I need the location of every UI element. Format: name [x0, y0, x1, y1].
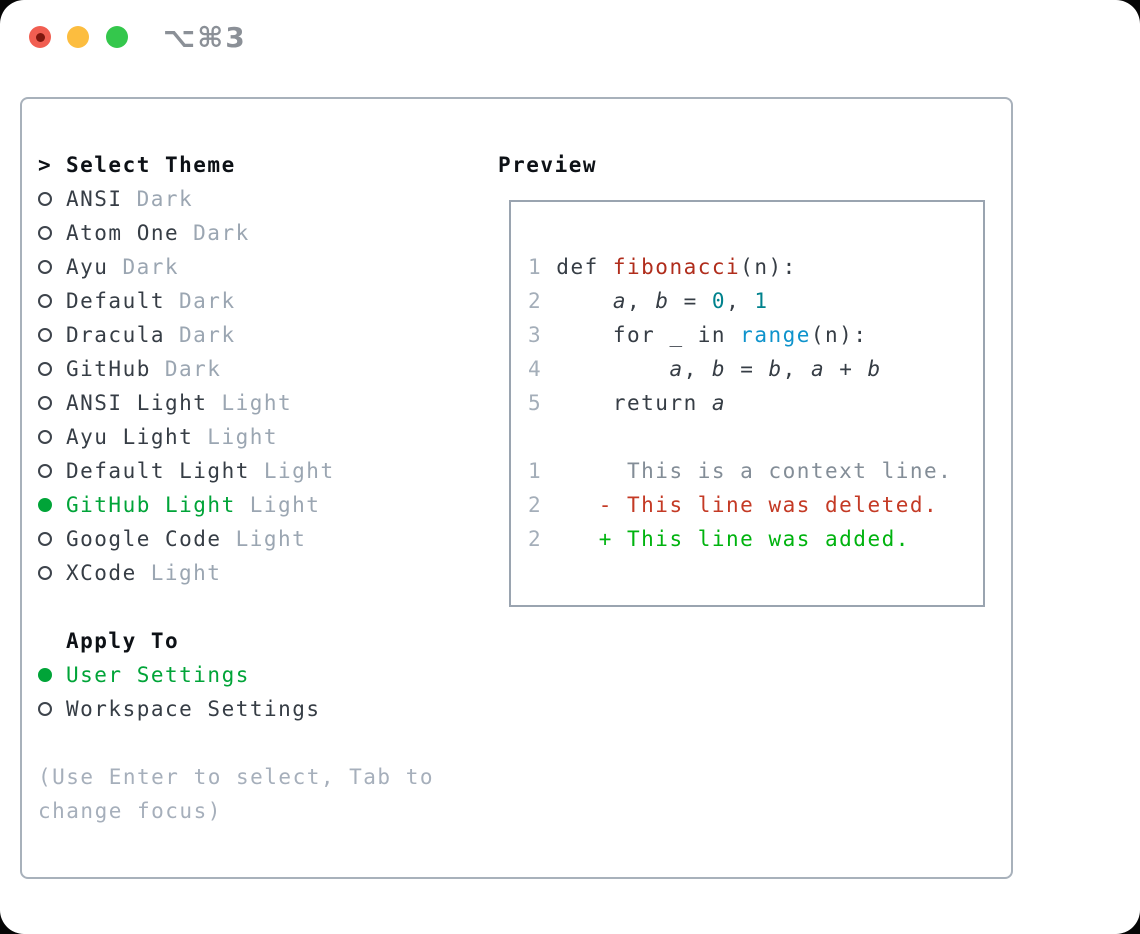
- theme-name: Atom One: [66, 221, 180, 245]
- hint-text: (Use Enter to select, Tab to change focu…: [38, 760, 434, 828]
- theme-name: ANSI: [66, 187, 123, 211]
- theme-variant: Dark: [136, 187, 194, 211]
- radio-selected-icon: [38, 668, 66, 682]
- theme-option[interactable]: XCode Light: [38, 556, 434, 590]
- code-preview: 1 def fibonacci(n): 2 a, b = 0, 1 3 for _ …: [511, 202, 983, 556]
- code-line: 5 return a: [528, 391, 727, 415]
- theme-variant: Dark: [164, 357, 222, 381]
- apply-option-label: User Settings: [66, 663, 250, 687]
- theme-variant: Dark: [179, 323, 236, 347]
- theme-option[interactable]: Default Dark: [38, 284, 434, 318]
- theme-variant: Light: [150, 561, 222, 585]
- code-line: [528, 420, 983, 454]
- apply-option[interactable]: User Settings: [38, 658, 434, 692]
- theme-name: GitHub Light: [66, 493, 236, 517]
- hint-line-1: (Use Enter to select, Tab to: [38, 765, 435, 789]
- apply-to-title: Apply To: [66, 629, 180, 653]
- theme-variant: Light: [263, 459, 335, 483]
- select-theme-title: Select Theme: [66, 153, 236, 177]
- theme-variant: Light: [221, 391, 293, 415]
- theme-variant: Light: [207, 425, 279, 449]
- code-line: 1 This is a context line.: [528, 459, 953, 483]
- preview-box: 1 def fibonacci(n): 2 a, b = 0, 1 3 for _ …: [509, 200, 985, 607]
- theme-name: GitHub: [66, 357, 151, 381]
- radio-unselected-icon: [38, 362, 66, 376]
- code-line: 2 + This line was added.: [528, 527, 910, 551]
- minimize-button[interactable]: [67, 26, 89, 48]
- theme-option[interactable]: GitHub Dark: [38, 352, 434, 386]
- radio-unselected-icon: [38, 260, 66, 274]
- theme-option[interactable]: Ayu Dark: [38, 250, 434, 284]
- theme-option[interactable]: Default Light Light: [38, 454, 434, 488]
- radio-unselected-icon: [38, 532, 66, 546]
- radio-unselected-icon: [38, 702, 66, 716]
- radio-unselected-icon: [38, 226, 66, 240]
- theme-option[interactable]: GitHub Light Light: [38, 488, 434, 522]
- code-line: 3 for _ in range(n):: [528, 323, 868, 347]
- close-button[interactable]: [29, 26, 51, 48]
- preview-title: Preview: [498, 153, 598, 177]
- code-line: 2 - This line was deleted.: [528, 493, 939, 517]
- window-shortcut-label: ⌥⌘3: [163, 21, 247, 54]
- maximize-button[interactable]: [106, 26, 128, 48]
- theme-name: Ayu Light: [66, 425, 194, 449]
- theme-option[interactable]: Atom One Dark: [38, 216, 434, 250]
- theme-name: Dracula: [66, 323, 166, 347]
- theme-name: Default Light: [66, 459, 250, 483]
- radio-unselected-icon: [38, 464, 66, 478]
- code-line: 4 a, b = b, a + b: [528, 357, 882, 381]
- apply-to-header: Apply To: [38, 624, 434, 658]
- theme-option[interactable]: ANSI Dark: [38, 182, 434, 216]
- cursor-marker: >: [38, 153, 53, 177]
- radio-selected-icon: [38, 498, 66, 512]
- theme-option[interactable]: Ayu Light Light: [38, 420, 434, 454]
- spacer: [38, 726, 434, 760]
- theme-name: ANSI Light: [66, 391, 208, 415]
- theme-variant: Dark: [122, 255, 180, 279]
- radio-unselected-icon: [38, 396, 66, 410]
- hint-line-2: change focus): [38, 799, 222, 823]
- theme-variant: Dark: [179, 289, 236, 313]
- select-theme-header: > Select Theme: [38, 148, 434, 182]
- code-line: 2 a, b = 0, 1: [528, 289, 769, 313]
- spacer: [38, 590, 434, 624]
- theme-name: XCode: [66, 561, 137, 585]
- code-line: 1 def fibonacci(n):: [528, 255, 797, 279]
- theme-name: Ayu: [66, 255, 109, 279]
- theme-name: Google Code: [66, 527, 222, 551]
- radio-unselected-icon: [38, 430, 66, 444]
- theme-variant: Light: [249, 493, 321, 517]
- radio-unselected-icon: [38, 328, 66, 342]
- radio-unselected-icon: [38, 566, 66, 580]
- close-button-dot: [35, 32, 45, 42]
- apply-option-label: Workspace Settings: [66, 697, 321, 721]
- theme-option[interactable]: Google Code Light: [38, 522, 434, 556]
- theme-variant: Light: [235, 527, 307, 551]
- theme-name: Default: [66, 289, 166, 313]
- titlebar: ⌥⌘3: [0, 0, 1140, 75]
- radio-unselected-icon: [38, 294, 66, 308]
- theme-option[interactable]: ANSI Light Light: [38, 386, 434, 420]
- theme-option[interactable]: Dracula Dark: [38, 318, 434, 352]
- theme-variant: Dark: [193, 221, 250, 245]
- radio-unselected-icon: [38, 192, 66, 206]
- apply-option[interactable]: Workspace Settings: [38, 692, 434, 726]
